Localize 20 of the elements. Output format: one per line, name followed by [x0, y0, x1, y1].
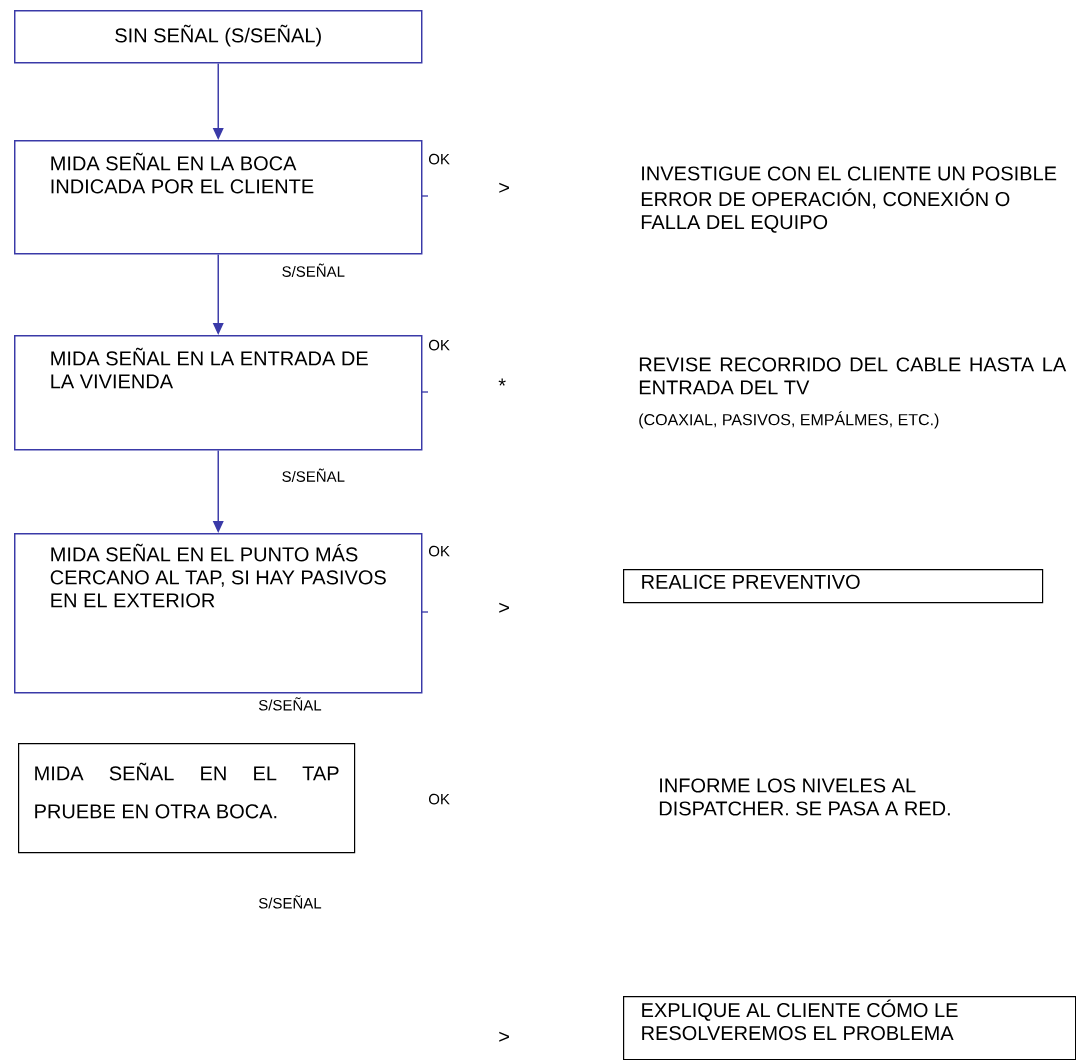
note-text: (COAXIAL, PASIVOS, EMPÁLMES, ETC.): [639, 411, 939, 429]
connector-sign: >: [499, 602, 509, 613]
step-box: MIDA SEÑAL EN EL PUNTO MÁS CERCANO AL TAP, SI HAY PASIVOS EN EL EXTERIOR: [14, 533, 423, 694]
instruction-text: INVESTIGUE CON EL CLIENTE UN POSIBLE ERROR DE OPERACIÓN, CONEXIÓN O FALLA DEL EQUIPO: [641, 166, 1057, 233]
instruction-text: REVISE RECORRIDO DEL CABLE HASTA LA ENTRADA DEL TV: [639, 357, 1067, 395]
step-box: MIDA SEÑAL EN LA BOCA INDICADA POR EL CLIENTE: [14, 140, 423, 255]
branch-label: OK: [429, 793, 450, 805]
connector-sign: >: [499, 182, 509, 193]
connector-sign: *: [498, 378, 506, 386]
action-box: EXPLIQUE AL CLIENTE CÓMO LE RESOLVEREMOS EL PROBLEMA: [623, 996, 1076, 1060]
connector-sign: >: [499, 1031, 509, 1042]
step-box: MIDA SEÑAL EN LA ENTRADA DE LA VIVIENDA: [14, 335, 423, 451]
action-box: MIDA SEÑAL EN EL TAP PRUEBE EN OTRA BOCA.: [18, 743, 356, 854]
instruction-text: INFORME LOS NIVELES AL DISPATCHER. SE PASA A RED.: [659, 778, 950, 816]
branch-label: S/SEÑAL: [258, 895, 322, 909]
action-box: REALICE PREVENTIVO: [623, 569, 1044, 604]
edge-label: S/SEÑAL: [280, 262, 347, 284]
edge-label: S/SEÑAL: [280, 467, 347, 489]
branch-label: S/SEÑAL: [258, 697, 322, 711]
step-box: SIN SEÑAL (S/SEÑAL): [14, 10, 423, 64]
